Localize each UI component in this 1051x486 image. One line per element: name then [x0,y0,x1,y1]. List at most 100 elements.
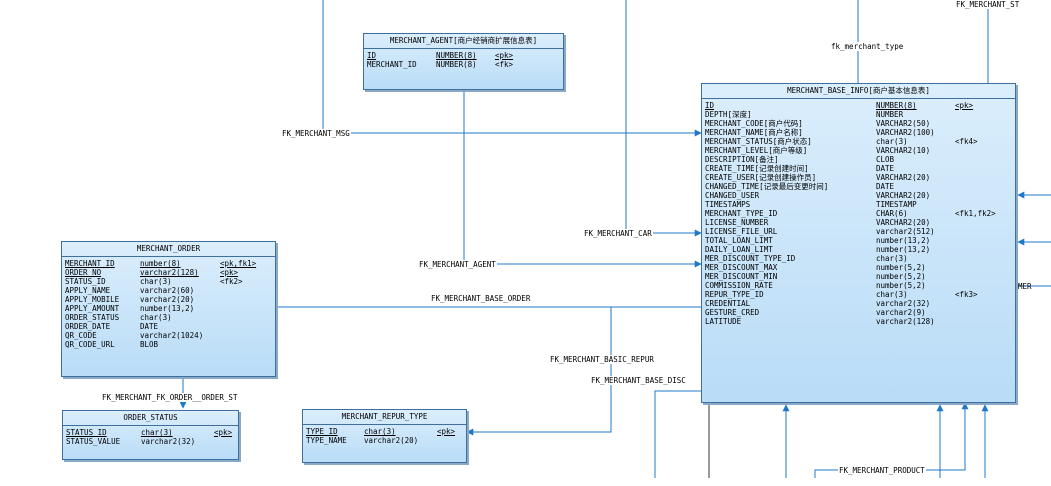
column-row: MERCHANT_CODE[商户代码] VARCHAR2(50) [705,119,1012,128]
column-row: DEPTH[深度]NUMBER [705,110,1012,119]
column-name: MERCHANT_ID [367,60,417,69]
column-key: <fk2> [220,277,243,286]
column-key: <fk3> [955,290,978,299]
column-key: <pk> [495,51,514,60]
column-key: <pk> [955,101,974,110]
column-name: CREDENTIAL [705,299,751,308]
column-name: ID [367,51,377,60]
label-fk-merchant-agent: FK_MERCHANT_AGENT [418,260,497,269]
column-name: REPUR_TYPE_ID [705,290,764,299]
column-name: LICENSE_FILE_URL [705,227,778,236]
column-key: <pk> [437,427,456,436]
column-type: number(13,2) [140,304,195,313]
column-row: APPLY_MOBILE varchar2(20) [65,295,272,304]
column-row: MER_DISCOUNT_TYPE_ID char(3) [705,254,1012,263]
column-type: TIMESTAMP [876,200,917,209]
column-name: TOTAL_LOAN_LIMT [705,236,773,245]
column-key: <pk,fk1> [220,259,257,268]
entity-title: ORDER_STATUS [63,411,238,426]
label-fk-merchant-basic-repur: FK_MERCHANT_BASIC_REPUR [549,355,655,364]
column-name: QR_CODE [65,331,97,340]
column-row: STATUS_ID char(3) <fk2> [65,277,272,286]
label-fk-merchant-type: fk_merchant_type [830,42,905,51]
column-name: ORDER_STATUS [65,313,120,322]
column-row: MER_DISCOUNT_MIN number(5,2) [705,272,1012,281]
column-name: STATUS_ID [66,428,107,437]
column-key: <fk1,fk2> [955,209,996,218]
column-name: DESCRIPTION[备注] [705,155,779,164]
column-type: DATE [876,182,895,191]
column-name: TYPE_NAME [306,436,347,445]
column-name: DEPTH[深度] [705,110,752,119]
column-name: QR_CODE_URL [65,340,115,349]
column-row: DESCRIPTION[备注] CLOB [705,155,1012,164]
column-name: TIMESTAMPS [705,200,751,209]
column-name: MER_DISCOUNT_MIN [705,272,778,281]
label-fk-merchant-car: FK_MERCHANT_CAR [583,229,653,238]
column-name: GESTURE_CRED [705,308,760,317]
fk-merchant-car-line [625,0,702,237]
column-type: varchar2(20) [140,295,195,304]
column-type: char(3) [876,254,908,263]
column-name: ID [705,101,715,110]
column-type: CLOB [876,155,895,164]
column-row: MERCHANT_STATUS[商户状态]char(3)<fk4> [705,137,1012,146]
column-row: APPLY_NAME varchar2(60) [65,286,272,295]
column-type: DATE [140,322,159,331]
column-type: varchar2(60) [140,286,195,295]
entity-title: MERCHANT_AGENT[商户经销商扩展信息表] [364,34,563,49]
column-type: BLOB [140,340,159,349]
column-row: CREATE_USER[记录创建操作员]VARCHAR2(20) [705,173,1012,182]
column-type: VARCHAR2(50) [876,119,931,128]
label-fk-merchant-base-disc: FK_MERCHANT_BASE_DISC [590,376,687,385]
column-row: QR_CODE_URL BLOB [65,340,272,349]
column-type: char(3) [140,277,172,286]
column-type: DATE [876,164,895,173]
column-type: varchar2(32) [141,437,196,446]
label-fk-merchant-base-order: FK_MERCHANT_BASE_ORDER [430,294,532,303]
column-type: CHAR(6) [876,209,908,218]
label-fk-merchant-product: FK_MERCHANT_PRODUCT [838,466,926,475]
column-name: MER_DISCOUNT_MAX [705,263,778,272]
column-type: char(3) [364,427,396,436]
column-name: MER_DISCOUNT_TYPE_ID [705,254,796,263]
column-name: CHANGED_USER [705,191,760,200]
label-fk-merchant-st: FK_MERCHANT_ST [955,0,1021,9]
entity-title: MERCHANT_BASE_INFO[商户基本信息表] [702,84,1015,99]
column-name: STATUS_ID [65,277,106,286]
column-type: varchar2(20) [364,436,419,445]
column-name: MERCHANT_TYPE_ID [705,209,778,218]
label-fk-merchant-msg: FK_MERCHANT_MSG [281,129,351,138]
column-name: APPLY_MOBILE [65,295,120,304]
column-row: TIMESTAMPS TIMESTAMP [705,200,1012,209]
column-type: number(8) [140,259,181,268]
entity-merchant-agent[interactable]: MERCHANT_AGENT[商户经销商扩展信息表] ID NUMBER(8) <p… [363,33,564,90]
entity-merchant-base-info[interactable]: MERCHANT_BASE_INFO[商户基本信息表] ID NUMBER(8) <… [701,83,1016,403]
column-type: NUMBER(8) [876,101,917,110]
column-type: number(5,2) [876,272,926,281]
column-type: char(3) [876,137,908,146]
column-name: MERCHANT_CODE[商户代码] [705,119,803,128]
column-name: APPLY_NAME [65,286,111,295]
column-name: ORDER_NO [65,268,102,277]
column-row: ID NUMBER(8) <pk> [705,101,1012,110]
column-type: NUMBER(8) [436,60,477,69]
column-type: varchar2(128) [876,317,935,326]
entity-title: MERCHANT_REPUR_TYPE [303,410,466,425]
